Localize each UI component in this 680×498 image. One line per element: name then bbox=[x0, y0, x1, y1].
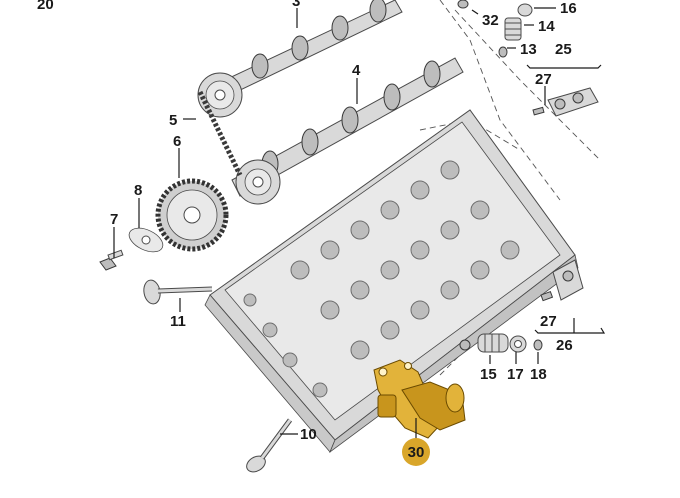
label-7: 7 bbox=[110, 211, 118, 228]
camshaft-sprocket-lower bbox=[235, 159, 281, 205]
camshaft-upper bbox=[224, 0, 403, 95]
rocker-assembly-upper bbox=[532, 87, 599, 117]
leader-lines bbox=[113, 7, 606, 440]
label-13: 13 bbox=[520, 41, 537, 58]
timing-chain bbox=[197, 90, 243, 177]
label-27-lower: 27 bbox=[540, 313, 557, 330]
gasket-plate bbox=[128, 227, 164, 253]
part-labels: 20 3 32 16 14 13 25 27 4 5 6 8 7 11 27 2… bbox=[37, 0, 577, 443]
drive-gear bbox=[155, 178, 229, 252]
camshaft-sprocket-upper bbox=[197, 72, 243, 118]
label-4: 4 bbox=[352, 62, 361, 79]
label-8: 8 bbox=[134, 182, 142, 199]
bolt bbox=[99, 249, 124, 271]
highlighted-part-vacuum-pump bbox=[373, 359, 466, 439]
label-27-upper: 27 bbox=[535, 71, 552, 88]
label-15: 15 bbox=[480, 366, 497, 383]
label-16: 16 bbox=[560, 0, 577, 17]
label-20: 20 bbox=[37, 0, 54, 13]
valve-spring-parts bbox=[457, 0, 533, 58]
label-6: 6 bbox=[173, 133, 181, 150]
label-18: 18 bbox=[530, 366, 547, 383]
highlight-badge-30: 30 bbox=[402, 438, 430, 466]
label-17: 17 bbox=[507, 366, 524, 383]
label-5: 5 bbox=[169, 112, 177, 129]
label-25: 25 bbox=[555, 41, 572, 58]
label-32: 32 bbox=[482, 12, 499, 29]
exhaust-valve bbox=[246, 418, 293, 473]
rocker-assembly-lower bbox=[540, 259, 584, 302]
label-11: 11 bbox=[170, 313, 186, 330]
highlight-badge-circle bbox=[402, 438, 430, 466]
intake-valve bbox=[143, 279, 213, 305]
label-10: 10 bbox=[300, 426, 317, 443]
label-3: 3 bbox=[292, 0, 300, 10]
label-14: 14 bbox=[538, 18, 555, 35]
label-26: 26 bbox=[556, 337, 573, 354]
valve-seal-row bbox=[459, 333, 543, 353]
label-30: 30 bbox=[408, 444, 425, 461]
